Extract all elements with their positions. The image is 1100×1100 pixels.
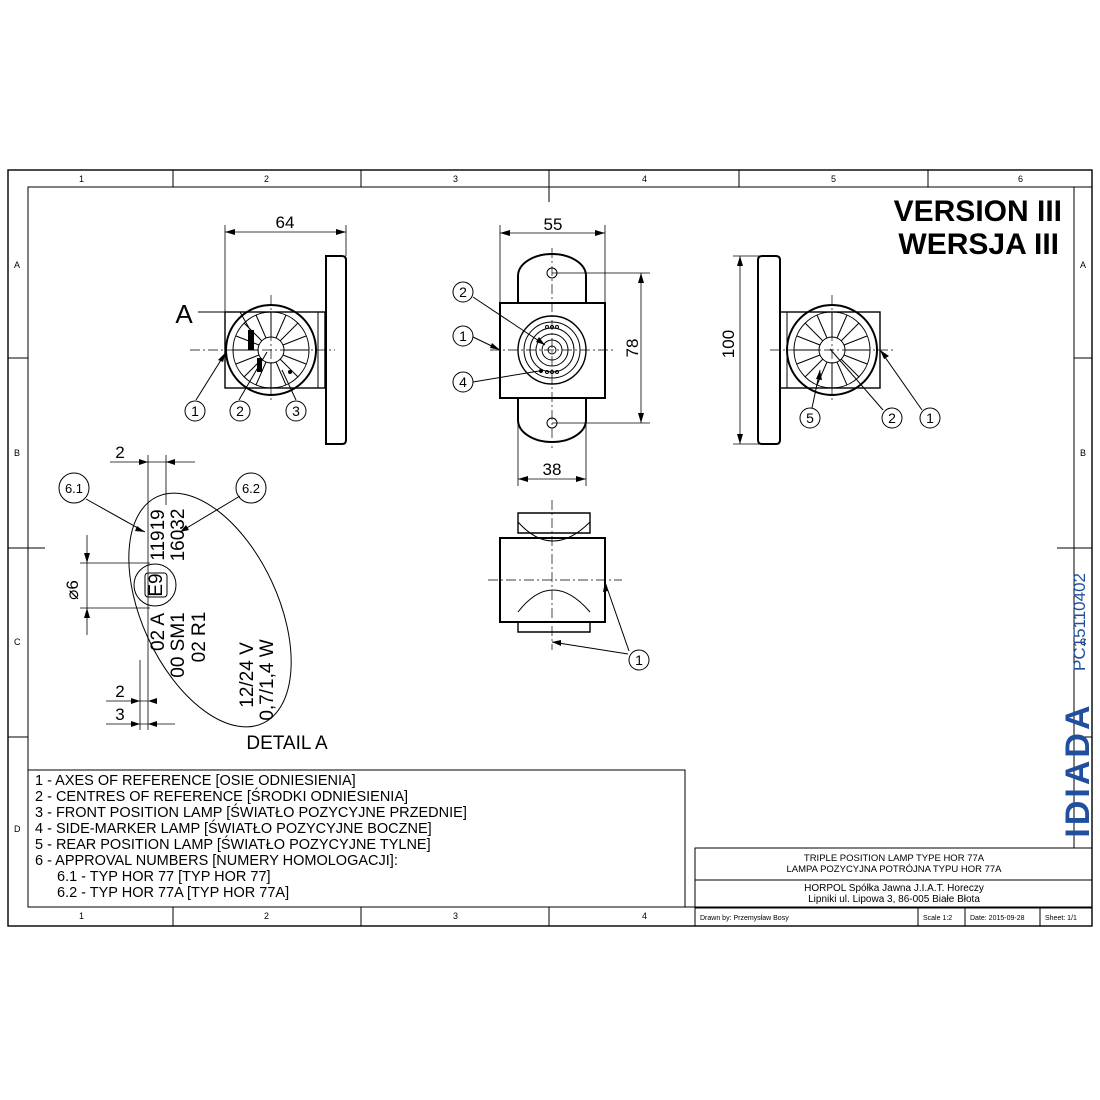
row-label: C	[14, 637, 21, 647]
note-line: 2 - CENTRES OF REFERENCE [ŚRODKI ODNIESI…	[35, 787, 408, 805]
sheet-number: Sheet: 1/1	[1045, 915, 1077, 922]
left-side-view	[184, 225, 347, 445]
marking-00sm1: 00 SM1	[168, 612, 189, 677]
column-labels-top: 1 2 3 4 5 6	[79, 174, 1023, 184]
title-en: TRIPLE POSITION LAMP TYPE HOR 77A	[804, 853, 985, 864]
row-labels-left: A B C D	[14, 260, 21, 834]
detail-dim-2-top: 2	[115, 443, 124, 462]
row-label: A	[14, 260, 20, 270]
marking-02a: 02 A	[148, 613, 169, 651]
row-labels-right: A B C	[1080, 260, 1087, 647]
version-title-en: VERSION III	[894, 195, 1062, 228]
detail-dim-dia-6: ⌀6	[63, 580, 82, 600]
row-label: B	[1080, 448, 1086, 458]
dimension-55: 55	[544, 215, 563, 234]
callout-1: 1	[926, 410, 934, 426]
callout-1: 1	[459, 328, 467, 344]
dimension-78: 78	[623, 339, 642, 358]
col-label: 2	[264, 174, 269, 184]
marking-voltage: 12/24 V	[237, 642, 258, 708]
front-view	[452, 225, 650, 486]
callout-5: 5	[806, 410, 814, 426]
approval-number-11919: 11919	[148, 509, 169, 560]
drawing-code: PC15110402	[1070, 573, 1089, 671]
note-line: 3 - FRONT POSITION LAMP [ŚWIATŁO POZYCYJ…	[35, 803, 467, 821]
col-label: 6	[1018, 174, 1023, 184]
col-label: 1	[79, 174, 84, 184]
col-label: 2	[264, 911, 269, 921]
note-line: 6.1 - TYP HOR 77 [TYP HOR 77]	[57, 869, 271, 885]
column-labels-bottom: 1 2 3 4	[79, 911, 647, 921]
detail-a	[58, 455, 292, 730]
callout-3: 3	[292, 403, 300, 419]
callout-6-1: 6.1	[65, 481, 83, 496]
col-label: 3	[453, 911, 458, 921]
row-label: A	[1080, 260, 1086, 270]
callout-2: 2	[236, 403, 244, 419]
callout-1: 1	[191, 403, 199, 419]
company-name: HORPOL Spółka Jawna J.I.A.T. Horeczy	[804, 883, 984, 894]
notes-box	[27, 769, 686, 908]
title-pl: LAMPA POZYCYJNA POTRÓJNA TYPU HOR 77A	[786, 864, 1002, 875]
title-block	[694, 847, 1093, 927]
note-line: 1 - AXES OF REFERENCE [OSIE ODNIESIENIA]	[35, 773, 356, 789]
detail-a-title: DETAIL A	[246, 733, 328, 754]
col-label: 1	[79, 911, 84, 921]
approval-number-16032: 16032	[168, 509, 189, 562]
bottom-view	[488, 500, 650, 671]
e-mark: E9	[146, 573, 167, 596]
dimension-100: 100	[719, 330, 738, 358]
note-line: 4 - SIDE-MARKER LAMP [ŚWIATŁO POZYCYJNE …	[35, 819, 432, 837]
marking-wattage: 0,7/1,4 W	[257, 639, 278, 720]
version-title-pl: WERSJA III	[898, 228, 1059, 261]
col-label: 3	[453, 174, 458, 184]
right-side-view	[733, 255, 941, 445]
detail-a-ref-label: A	[175, 299, 193, 329]
note-line: 5 - REAR POSITION LAMP [ŚWIATŁO POZYCYJN…	[35, 835, 431, 853]
callout-4: 4	[459, 374, 467, 390]
col-label: 4	[642, 174, 647, 184]
row-label: C	[1080, 637, 1087, 647]
row-label: B	[14, 448, 20, 458]
drawn-by: Drawn by: Przemysław Bosy	[700, 915, 789, 922]
detail-dim-2-bottom: 2	[115, 682, 124, 701]
note-line: 6.2 - TYP HOR 77A [TYP HOR 77A]	[57, 885, 289, 901]
company-address: Lipniki ul. Lipowa 3, 86-005 Białe Błota	[808, 894, 980, 905]
scale: Scale 1:2	[923, 915, 952, 922]
col-label: 5	[831, 174, 836, 184]
callout-2: 2	[888, 410, 896, 426]
callout-6-2: 6.2	[242, 481, 260, 496]
dimension-38: 38	[543, 460, 562, 479]
idiada-logo: IDIADA	[1059, 702, 1097, 837]
detail-dim-3-bottom: 3	[115, 705, 124, 724]
date: Date: 2015-09-28	[970, 915, 1025, 922]
marking-02r1: 02 R1	[189, 612, 210, 663]
callout-2: 2	[459, 284, 467, 300]
dimension-64: 64	[276, 213, 295, 232]
callout-1: 1	[635, 652, 643, 668]
note-line: 6 - APPROVAL NUMBERS [NUMERY HOMOLOGACJI…	[35, 853, 398, 869]
row-label: D	[14, 824, 21, 834]
col-label: 4	[642, 911, 647, 921]
